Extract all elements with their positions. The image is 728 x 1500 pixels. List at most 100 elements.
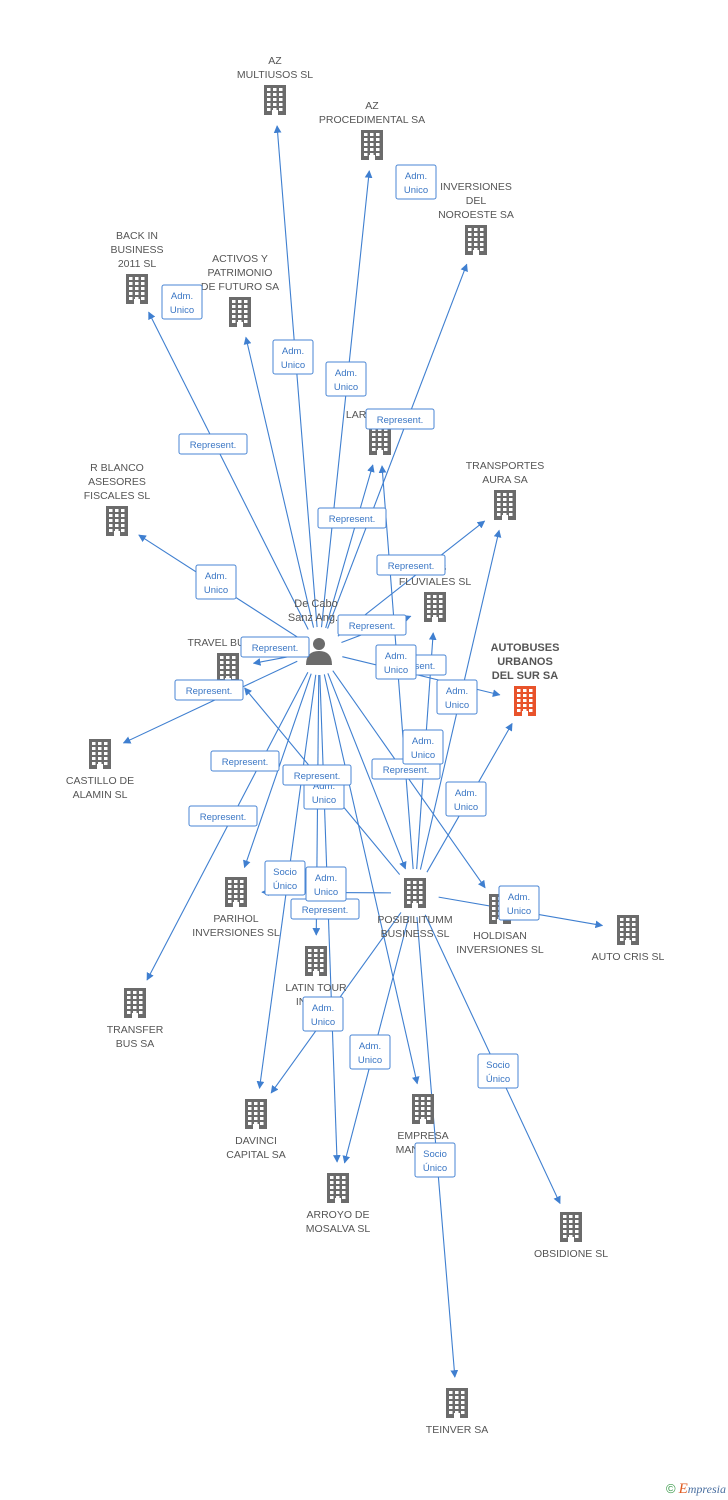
building-window [517,699,521,702]
edge-label-text: Adm. [446,686,468,697]
company-label: AURA SA [482,474,528,486]
building-window [413,886,417,889]
edge-label-text: Socio [486,1060,510,1071]
building-window [121,509,125,512]
edge-label[interactable]: Represent. [188,805,258,827]
building-window [129,282,133,285]
edge-label[interactable]: Adm.Unico [325,361,367,397]
building-window [260,1102,264,1105]
building-window [427,1107,431,1110]
building-window [407,901,411,904]
empresia-logo[interactable]: © Empresia [666,1481,726,1498]
building-window [455,1391,459,1394]
building-window [308,964,312,967]
edge-label[interactable]: Represent. [282,764,352,786]
company-node-auto-cris[interactable]: AUTO CRIS SL [592,915,665,963]
edge-label-box [305,866,347,902]
company-node-obsidione[interactable]: OBSIDIONE SL [534,1212,608,1260]
building-window [238,310,242,313]
edge-label-box [477,1053,519,1089]
edge-label[interactable]: Adm.Unico [272,339,314,375]
building-window [267,93,271,96]
edge-label-text: Represent. [302,905,348,916]
building-window [461,1411,465,1414]
building-window [415,1112,419,1115]
edge-label-text: Único [273,881,297,892]
person-body [306,651,332,665]
building-window [427,1102,431,1105]
building-window [141,297,145,300]
building-window [376,138,380,141]
building-window [413,891,417,894]
building-window [139,1006,143,1009]
building-window [314,949,318,952]
building-window [370,138,374,141]
building-window [461,1391,465,1394]
building-window [104,762,108,765]
building-window [244,315,248,318]
building-window [279,93,283,96]
building-window [468,238,472,241]
edge-label[interactable]: Represent. [337,614,407,636]
company-label: TRANSFER [107,1024,164,1036]
edge-label[interactable]: Adm.Unico [395,164,437,200]
building-window [238,305,242,308]
edge-label[interactable]: Represent. [290,898,360,920]
edge-label[interactable]: Represent. [210,750,280,772]
edge-label[interactable]: Represent. [376,554,446,576]
edge-label[interactable]: Adm.Unico [498,885,540,921]
edge-label[interactable]: Adm.Unico [349,1034,391,1070]
building-window [474,233,478,236]
building-window [98,742,102,745]
edge-label[interactable]: Represent. [240,636,310,658]
company-node-teinver[interactable]: TEINVER SA [426,1388,488,1436]
building-window [115,514,119,517]
edge-label-box [376,554,446,576]
edge-label[interactable]: Represent. [178,433,248,455]
edge-label[interactable]: Represent. [317,507,387,529]
edge-label-box [402,729,444,765]
building-window [626,933,630,936]
edge-label[interactable]: Adm.Unico [302,996,344,1032]
edge-label[interactable]: Represent. [365,408,435,430]
edge-label-text: Unico [445,700,469,711]
building-door [420,1119,426,1124]
edge-label[interactable]: Adm.Unico [445,781,487,817]
edge-label[interactable]: Adm.Unico [161,284,203,320]
company-label: AUTO CRIS SL [592,951,665,963]
edge-label[interactable]: Adm.Unico [305,866,347,902]
building-window [480,243,484,246]
edge-label[interactable]: Adm.Unico [402,729,444,765]
edge-label[interactable]: Adm.Unico [375,644,417,680]
company-label: INVERSIONES SL [192,927,280,939]
building-window [503,493,507,496]
edge-label-box [188,805,258,827]
edge-label[interactable]: Adm. Unico [436,679,478,715]
building-window [330,1191,334,1194]
company-label: DE FUTURO SA [201,281,279,293]
building-window [439,615,443,618]
edge-label[interactable]: Adm.Unico [195,564,237,600]
building-window [308,959,312,962]
building-door [114,531,120,536]
edge-label[interactable]: Represent. [174,679,244,701]
building-window [273,103,277,106]
